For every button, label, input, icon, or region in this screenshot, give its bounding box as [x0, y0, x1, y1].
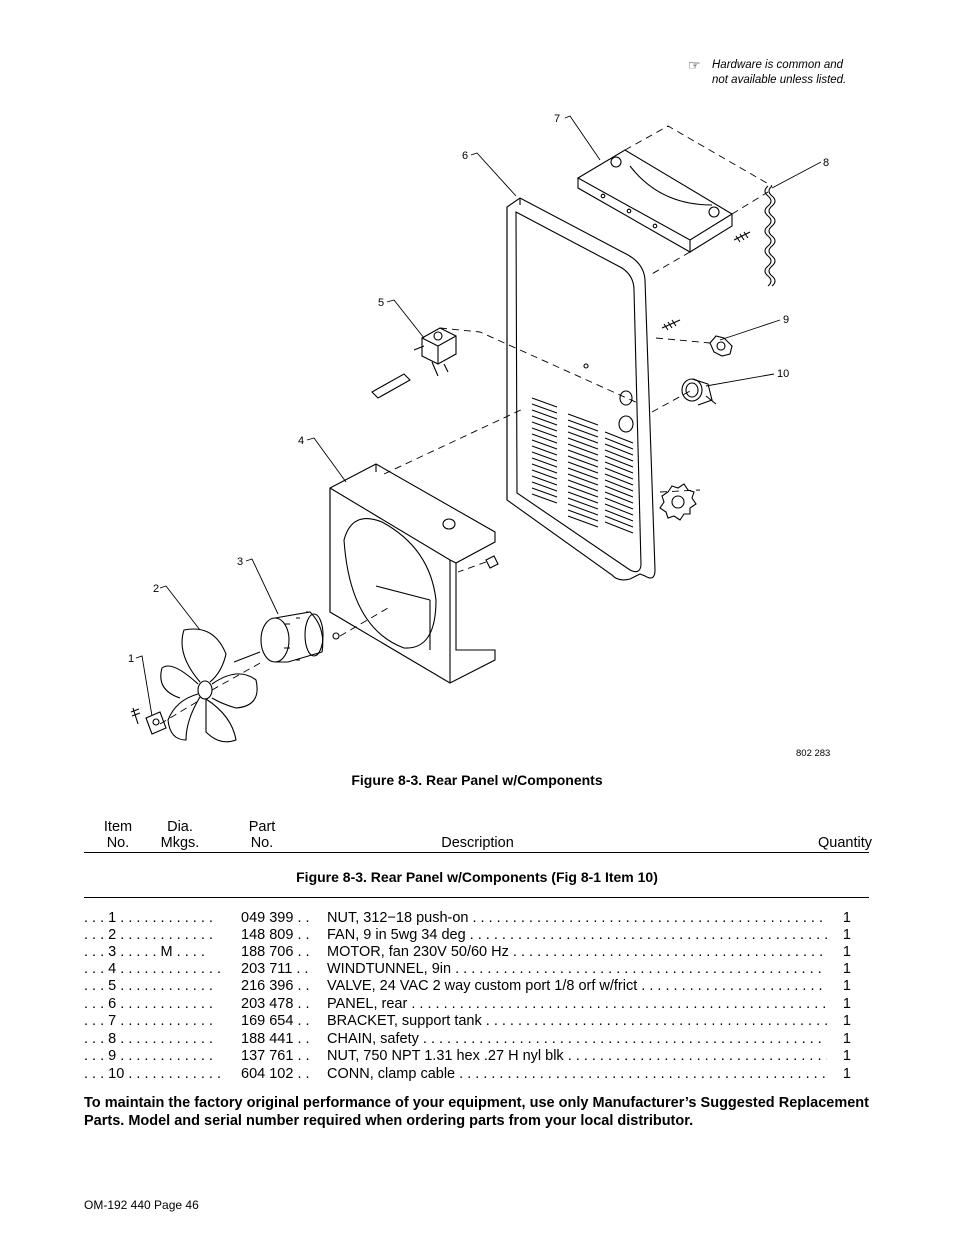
header-dia-line-2: Mkgs.	[160, 835, 200, 851]
table-row: . . . 9 . . . . . . . . . . . . 137 761 …	[84, 1048, 874, 1065]
row-part: 148 809 . .	[241, 927, 310, 943]
pointing-hand-icon: ☞	[688, 57, 701, 73]
table-row: . . . 3 . . . . . M . . . . 188 706 . . …	[84, 944, 874, 961]
replacement-parts-note: To maintain the factory original perform…	[84, 1095, 869, 1129]
exploded-parts-diagram: 1 2 3 4 5 6 7 8 9 10 802 283	[128, 113, 830, 759]
callout-leaders	[135, 115, 822, 717]
row-item: . . . 2 . . . . . . . . . . . .	[84, 927, 213, 943]
row-part: 188 441 . .	[241, 1031, 310, 1047]
row-quantity: 1	[837, 961, 851, 978]
clamp-drawing	[145, 711, 167, 735]
row-part: 137 761 . .	[241, 1048, 310, 1064]
header-dia-line-1: Dia.	[167, 819, 193, 835]
row-part: 604 102 . .	[241, 1066, 310, 1082]
table-row: . . . 10 . . . . . . . . . . . . 604 102…	[84, 1066, 874, 1083]
header-quantity: Quantity	[818, 835, 872, 851]
row-part: 169 654 . .	[241, 1013, 310, 1029]
callout-5: 5	[378, 297, 384, 309]
row-quantity: 1	[837, 1066, 851, 1083]
row-quantity: 1	[837, 910, 851, 927]
callout-3: 3	[237, 556, 243, 568]
callout-8: 8	[823, 157, 829, 169]
fan-drawing	[160, 628, 258, 743]
header-item-line-1: Item	[103, 819, 133, 835]
row-quantity: 1	[837, 1031, 851, 1048]
row-description: CHAIN, safety . . . . . . . . . . . . . …	[327, 1031, 827, 1047]
row-item: . . . 6 . . . . . . . . . . . .	[84, 996, 213, 1012]
row-description: NUT, 750 NPT 1.31 hex .27 H nyl blk . . …	[327, 1048, 827, 1064]
row-item: . . . 10 . . . . . . . . . . . .	[84, 1066, 221, 1082]
rear-panel-drawing	[506, 197, 656, 581]
nut-drawing	[709, 335, 733, 357]
callout-10: 10	[777, 368, 789, 380]
row-part: 203 478 . .	[241, 996, 310, 1012]
motor-drawing	[233, 611, 340, 663]
support-bracket-drawing	[576, 149, 734, 253]
row-quantity: 1	[837, 1013, 851, 1030]
table-row: . . . 8 . . . . . . . . . . . . 188 441 …	[84, 1031, 874, 1048]
table-row: . . . 5 . . . . . . . . . . . . 216 396 …	[84, 978, 874, 995]
diagram-ref-number: 802 283	[796, 748, 830, 759]
row-item: . . . 3 . . . . . M . . . .	[84, 944, 205, 960]
row-part: 188 706 . .	[241, 944, 310, 960]
table-row: . . . 2 . . . . . . . . . . . . 148 809 …	[84, 927, 874, 944]
row-item: . . . 7 . . . . . . . . . . . .	[84, 1013, 213, 1029]
header-item-line-2: No.	[106, 835, 130, 851]
table-row: . . . 7 . . . . . . . . . . . . 169 654 …	[84, 1013, 874, 1030]
section-title: Figure 8-3. Rear Panel w/Components (Fig…	[296, 869, 658, 885]
valve-drawing	[371, 327, 457, 399]
row-part: 216 396 . .	[241, 978, 310, 994]
row-quantity: 1	[837, 944, 851, 961]
row-part: 049 399 . .	[241, 910, 310, 926]
row-item: . . . 4 . . . . . . . . . . . . .	[84, 961, 221, 977]
callout-numbers: 1 2 3 4 5 6 7 8 9 10 802 283	[128, 113, 830, 759]
header-item-no: Item No.	[95, 819, 141, 851]
star-nut-drawing	[659, 483, 697, 521]
row-description: WINDTUNNEL, 9in . . . . . . . . . . . . …	[327, 961, 827, 977]
row-quantity: 1	[837, 927, 851, 944]
table-row: . . . 6 . . . . . . . . . . . . 203 478 …	[84, 996, 874, 1013]
safety-chain-drawing	[764, 185, 776, 287]
header-part-line-1: Part	[248, 819, 276, 835]
header-part-no: Part No.	[239, 819, 285, 851]
row-description: FAN, 9 in 5wg 34 deg . . . . . . . . . .…	[327, 927, 827, 943]
callout-4: 4	[298, 435, 304, 447]
hardware-note-line-2: not available unless listed.	[712, 74, 847, 86]
clamp-cable-drawing	[681, 378, 717, 406]
header-part-line-2: No.	[250, 835, 274, 851]
callout-6: 6	[462, 150, 468, 162]
row-quantity: 1	[837, 996, 851, 1013]
row-description: CONN, clamp cable . . . . . . . . . . . …	[327, 1066, 827, 1082]
row-description: VALVE, 24 VAC 2 way custom port 1/8 orf …	[327, 978, 827, 994]
table-row: . . . 1 . . . . . . . . . . . . 049 399 …	[84, 910, 874, 927]
figure-caption: Figure 8-3. Rear Panel w/Components	[351, 772, 603, 788]
row-description: BRACKET, support tank . . . . . . . . . …	[327, 1013, 827, 1029]
row-description: MOTOR, fan 230V 50/60 Hz . . . . . . . .…	[327, 944, 827, 960]
hardware-note-line-1: Hardware is common and	[712, 59, 844, 71]
screw-drawings	[130, 231, 751, 725]
row-part: 203 711 . .	[241, 961, 309, 977]
section-rule	[84, 897, 869, 898]
callout-9: 9	[783, 314, 789, 326]
windtunnel-drawing	[329, 463, 499, 684]
row-item: . . . 5 . . . . . . . . . . . .	[84, 978, 213, 994]
row-description: PANEL, rear . . . . . . . . . . . . . . …	[327, 996, 827, 1012]
row-quantity: 1	[837, 1048, 851, 1065]
callout-1: 1	[128, 653, 134, 665]
row-item: . . . 9 . . . . . . . . . . . .	[84, 1048, 213, 1064]
row-description: NUT, 312−18 push-on . . . . . . . . . . …	[327, 910, 827, 926]
row-quantity: 1	[837, 978, 851, 995]
page-number: OM-192 440 Page 46	[84, 1198, 199, 1212]
row-item: . . . 8 . . . . . . . . . . . .	[84, 1031, 213, 1047]
header-dia-mkgs: Dia. Mkgs.	[152, 819, 208, 851]
table-row: . . . 4 . . . . . . . . . . . . . 203 71…	[84, 961, 874, 978]
assembly-lines	[159, 125, 773, 725]
callout-2: 2	[153, 583, 159, 595]
header-rule	[84, 852, 869, 853]
callout-7: 7	[554, 113, 560, 125]
header-description: Description	[441, 835, 514, 851]
row-item: . . . 1 . . . . . . . . . . . .	[84, 910, 213, 926]
panel-louvers	[531, 397, 634, 534]
